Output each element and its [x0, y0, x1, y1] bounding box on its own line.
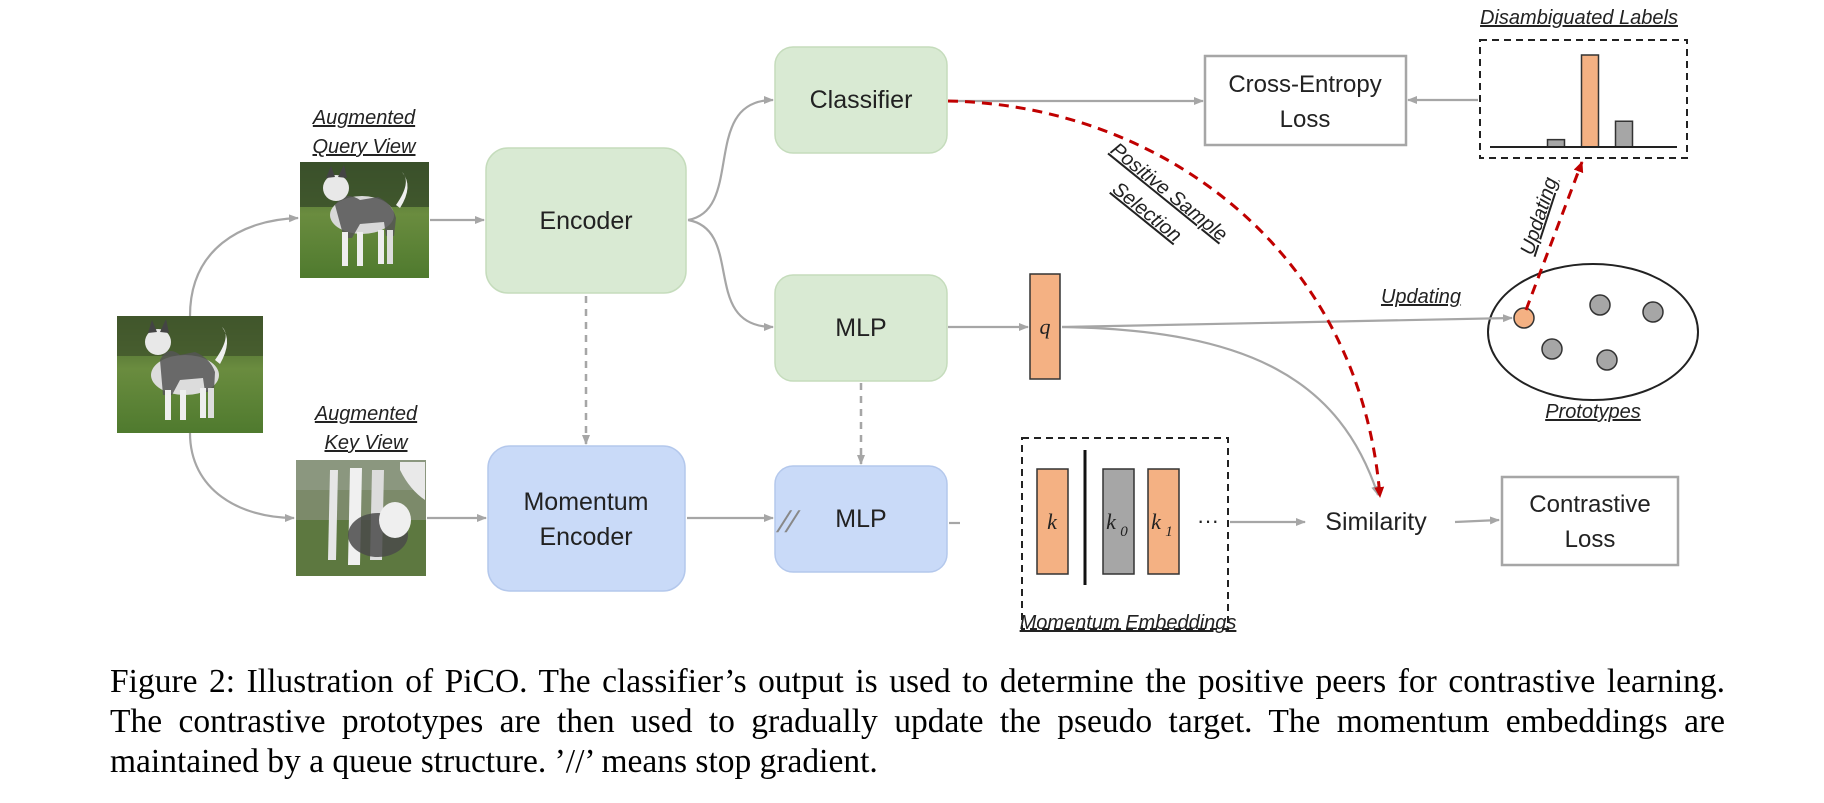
prototypes-ellipse — [1487, 263, 1699, 401]
updating-labels-label: Updating — [1516, 175, 1562, 258]
encoder-box — [485, 147, 687, 294]
momentum-update-arrows — [582, 296, 865, 465]
momentum-encoder-box — [487, 445, 686, 592]
contrastive-loss-box — [1500, 475, 1680, 567]
contrastive-loss-line1: Contrastive — [1529, 491, 1650, 518]
k1-label: k — [1151, 509, 1162, 534]
histogram-bar — [1614, 120, 1634, 148]
mlp-bottom-box — [774, 465, 948, 573]
q-embedding — [1029, 273, 1061, 380]
classifier-label: Classifier — [810, 86, 913, 114]
label-histogram — [1546, 54, 1634, 148]
prototype-point — [1541, 338, 1563, 360]
cross-entropy-loss-line2: Loss — [1280, 106, 1331, 133]
momentum-embeddings-label: Momentum Embeddings — [1020, 612, 1237, 634]
cross-entropy-loss-box — [1203, 54, 1408, 147]
figure-caption: Figure 2: Illustration of PiCO. The clas… — [110, 663, 1725, 780]
momentum-encoder-label-line2: Encoder — [539, 523, 632, 551]
mlp-top-label: MLP — [835, 314, 886, 342]
augmented-key-label-line1: Augmented — [314, 403, 418, 425]
k1-subscript: 1 — [1165, 524, 1173, 540]
flow-arrows — [188, 96, 1513, 526]
histogram-bar — [1546, 138, 1566, 148]
histogram-bar — [1580, 54, 1600, 148]
prototypes-label: Prototypes — [1545, 401, 1641, 423]
augmented-key-image — [296, 460, 426, 576]
k-embedding — [1036, 468, 1069, 575]
k0-embedding — [1102, 468, 1135, 575]
prototype-point — [1589, 294, 1611, 316]
augmented-key-label-line2: Key View — [324, 432, 409, 454]
disambiguated-labels-title: Disambiguated Labels — [1480, 7, 1678, 29]
updating-prototypes-label: Updating — [1381, 286, 1461, 308]
augmented-query-label-line1: Augmented — [312, 107, 416, 129]
k1-embedding — [1147, 468, 1180, 575]
disambiguated-labels-frame — [1479, 39, 1688, 159]
prototype-point-orange — [1513, 307, 1535, 329]
augmented-query-label-line2: Query View — [312, 136, 417, 158]
k0-subscript: 0 — [1120, 524, 1128, 540]
pico-diagram: Augmented Query View Augmented Key View … — [117, 7, 1699, 634]
contrastive-loss-line2: Loss — [1565, 526, 1616, 553]
k0-label: k — [1106, 509, 1117, 534]
mlp-top-box — [774, 274, 948, 382]
queue-ellipsis: ··· — [1197, 508, 1219, 533]
encoder-label: Encoder — [539, 207, 632, 235]
momentum-embeddings-frame — [1021, 437, 1229, 630]
similarity-label: Similarity — [1325, 508, 1427, 536]
k-label: k — [1047, 509, 1058, 534]
red-dashed-arrows — [947, 99, 1584, 498]
augmented-query-image — [300, 162, 429, 278]
cross-entropy-loss-line1: Cross-Entropy — [1228, 71, 1381, 98]
mlp-bottom-label: MLP — [835, 505, 886, 533]
prototype-point — [1642, 301, 1664, 323]
original-dog-image — [117, 316, 263, 433]
q-label: q — [1040, 314, 1051, 339]
momentum-encoder-label-line1: Momentum — [523, 488, 648, 516]
prototype-point — [1596, 349, 1618, 371]
classifier-box — [774, 46, 948, 154]
